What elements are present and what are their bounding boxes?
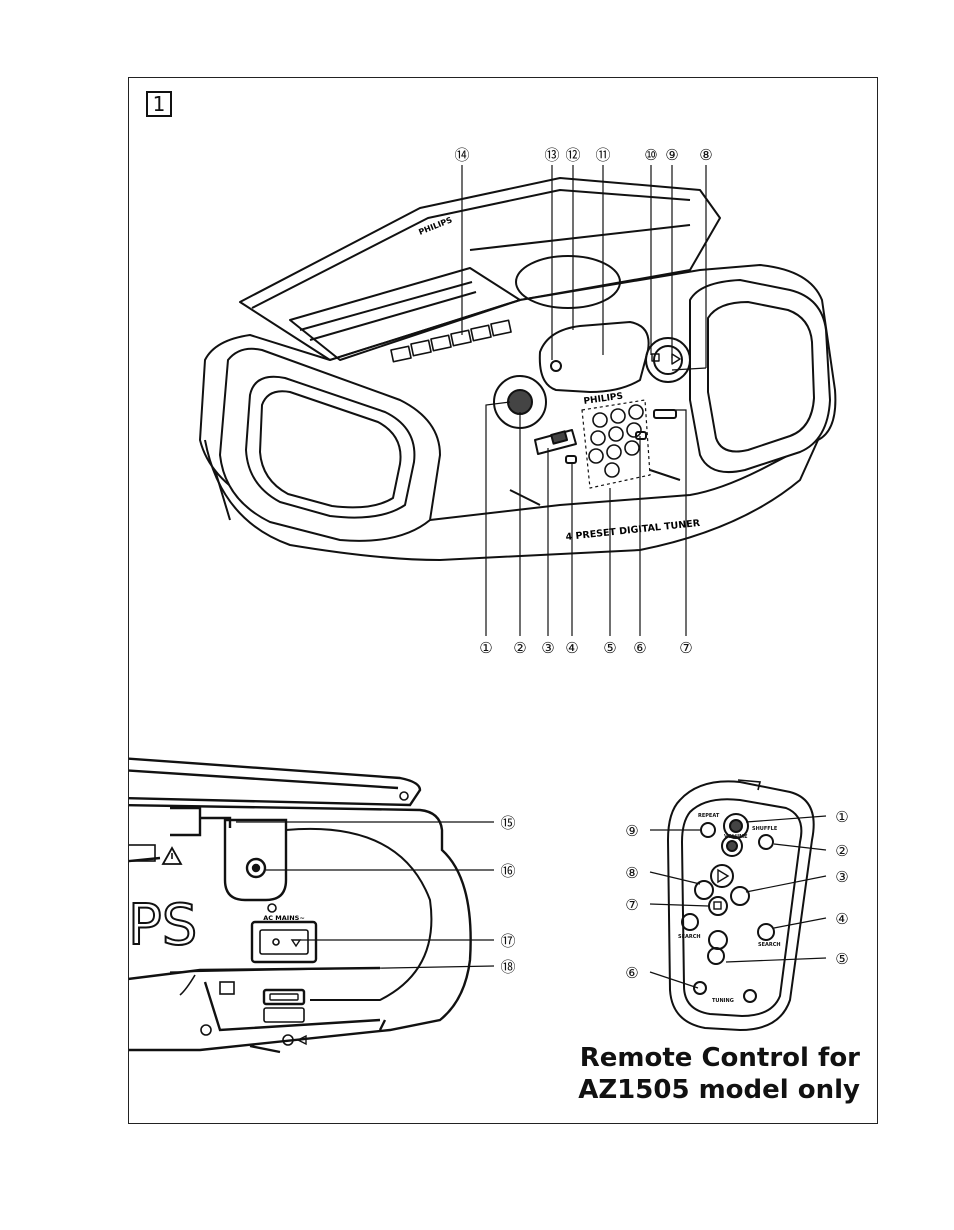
remote-labels: REPEAT SHUFFLE VOLUME SEARCH SEARCH TUNI… xyxy=(678,813,781,1004)
callout-16: ⑯ xyxy=(500,862,515,880)
remote-search-left-label: SEARCH xyxy=(678,934,701,940)
top-callout-leaders xyxy=(461,165,707,371)
callout-15: ⑮ xyxy=(500,814,515,832)
remote-search-right-label: SEARCH xyxy=(758,942,781,948)
remote-callout-7: ⑦ xyxy=(625,896,638,914)
boombox-back-illustration xyxy=(129,757,472,1054)
figure-frame xyxy=(128,77,878,1124)
callout-4: ④ xyxy=(565,639,578,657)
callout-13: ⑬ xyxy=(544,146,559,164)
back-brand-label: PS xyxy=(128,893,197,958)
callout-1: ① xyxy=(479,639,492,657)
remote-callout-9: ⑨ xyxy=(625,822,638,840)
callout-8: ⑧ xyxy=(699,146,712,164)
boombox-front-illustration xyxy=(199,177,837,561)
remote-callout-4: ④ xyxy=(835,910,848,928)
callout-5: ⑤ xyxy=(603,639,616,657)
callout-17: ⑰ xyxy=(500,932,515,950)
remote-repeat-label: REPEAT xyxy=(698,813,720,819)
top-callouts: ⑭ ⑬ ⑫ ⑪ ⑩ ⑨ ⑧ xyxy=(454,146,712,164)
bottom-callouts: ① ② ③ ④ ⑤ ⑥ ⑦ xyxy=(479,639,692,657)
remote-callout-2: ② xyxy=(835,842,848,860)
remote-shuffle-label: SHUFFLE xyxy=(752,826,778,832)
callout-18: ⑱ xyxy=(500,958,515,976)
remote-volume-label: VOLUME xyxy=(724,834,748,840)
callout-3: ③ xyxy=(541,639,554,657)
callout-12: ⑫ xyxy=(565,146,580,164)
caption-line-1: Remote Control for xyxy=(579,1043,860,1073)
remote-tuning-label: TUNING xyxy=(712,998,734,1004)
remote-control-illustration xyxy=(666,779,815,1032)
back-callout-leaders xyxy=(169,821,495,973)
ac-mains-label: AC MAINS~ xyxy=(263,914,305,922)
callout-9: ⑨ xyxy=(665,146,678,164)
callout-2: ② xyxy=(513,639,526,657)
callout-10: ⑩ xyxy=(644,146,657,164)
callout-14: ⑭ xyxy=(454,146,469,164)
figure-number: 1 xyxy=(146,91,172,117)
remote-callout-6: ⑥ xyxy=(625,964,638,982)
remote-callouts: ⑨ ⑧ ⑦ ⑥ ① ② ③ ④ ⑤ xyxy=(625,808,848,982)
caption-line-2: AZ1505 model only xyxy=(578,1075,860,1105)
callout-6: ⑥ xyxy=(633,639,646,657)
remote-callout-1: ① xyxy=(835,808,848,826)
remote-callout-8: ⑧ xyxy=(625,864,638,882)
remote-caption: Remote Control for AZ1505 model only xyxy=(560,1042,860,1106)
remote-callout-3: ③ xyxy=(835,868,848,886)
back-callouts: ⑮ ⑯ ⑰ ⑱ xyxy=(500,814,515,976)
callout-11: ⑪ xyxy=(595,146,610,164)
remote-callout-5: ⑤ xyxy=(835,950,848,968)
remote-callout-leaders xyxy=(649,815,827,989)
bottom-callout-leaders xyxy=(485,401,687,636)
callout-7: ⑦ xyxy=(679,639,692,657)
